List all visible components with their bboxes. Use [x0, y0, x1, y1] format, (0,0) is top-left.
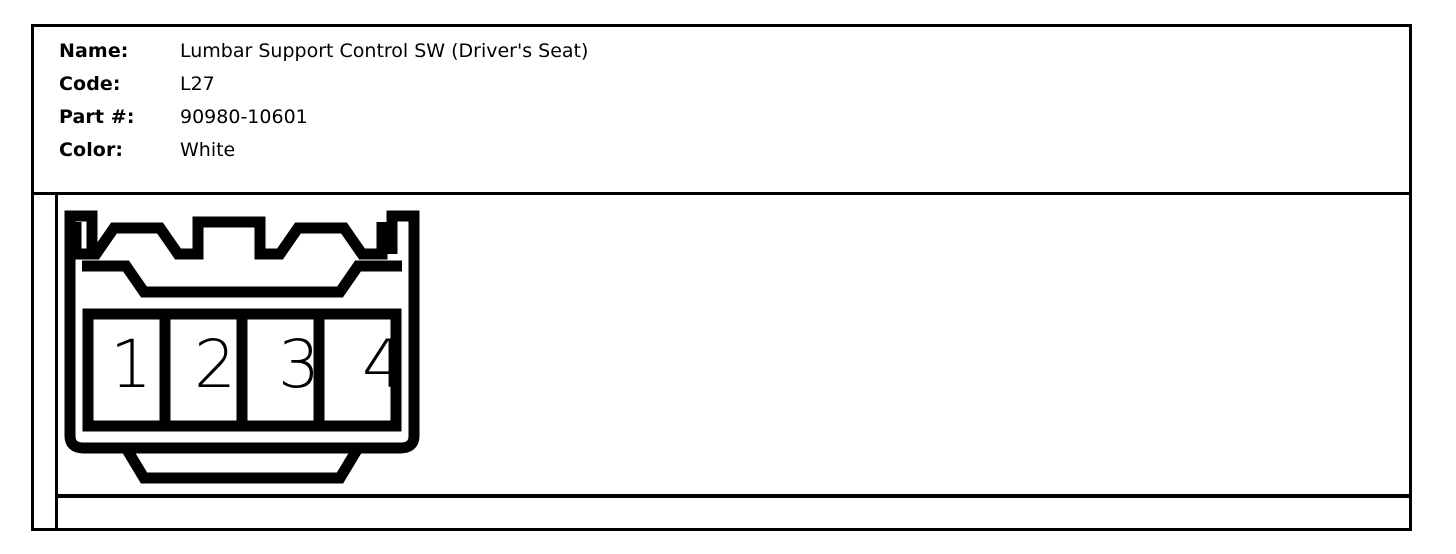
spec-value-name: Lumbar Support Control SW (Driver's Seat…: [180, 40, 589, 62]
outer-frame: Name: Lumbar Support Control SW (Driver'…: [31, 24, 1412, 531]
spec-row-part-number: Part #: 90980-10601: [59, 101, 1259, 134]
table-left-column-rule: [55, 195, 58, 531]
table-row-divider: [58, 494, 1409, 498]
spec-block: Name: Lumbar Support Control SW (Driver'…: [59, 35, 1259, 167]
spec-row-name: Name: Lumbar Support Control SW (Driver'…: [59, 35, 1259, 68]
spec-label-code: Code:: [59, 73, 121, 95]
spec-value-code: L27: [180, 73, 215, 95]
spec-value-part-number: 90980-10601: [180, 106, 308, 128]
spec-row-color: Color: White: [59, 134, 1259, 167]
spec-row-code: Code: L27: [59, 68, 1259, 101]
spec-label-name: Name:: [59, 40, 129, 62]
header-divider: [34, 192, 1409, 195]
spec-label-part-number: Part #:: [59, 106, 135, 128]
spec-label-color: Color:: [59, 139, 124, 161]
spec-value-color: White: [180, 139, 236, 161]
connector-diagram: [52, 192, 462, 492]
